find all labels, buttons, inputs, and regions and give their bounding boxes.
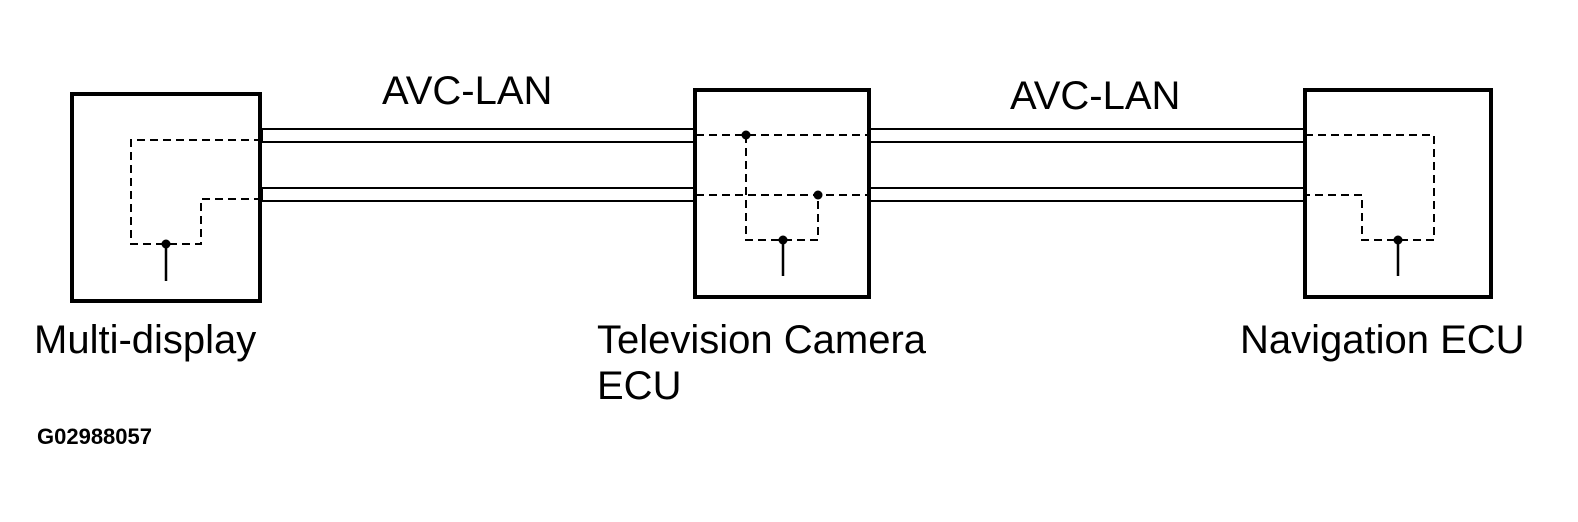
television-camera-ecu-unit — [693, 88, 871, 299]
bus-label-2: AVC-LAN — [1010, 74, 1180, 118]
television-camera-ecu-label-line2: ECU — [597, 364, 681, 408]
tv-camera-ecu-internal-circuit-a — [696, 134, 869, 241]
tv-camera-ecu-node-upper — [741, 130, 751, 140]
bus-wire-upper-2 — [868, 128, 1306, 143]
multi-display-label: Multi-display — [34, 318, 256, 362]
avc-lan-bus-segment-2 — [868, 128, 1306, 202]
bus-label-1: AVC-LAN — [382, 69, 552, 113]
television-camera-ecu-label-line1: Television Camera — [597, 318, 927, 362]
bus-wire-upper-1 — [261, 128, 697, 143]
navigation-ecu-label: Navigation ECU — [1240, 318, 1525, 362]
multi-display-internal-circuit — [130, 139, 262, 245]
tv-camera-ecu-node-lower — [813, 190, 823, 200]
bus-wire-lower-1 — [261, 187, 697, 202]
avc-lan-bus-segment-1 — [261, 128, 697, 202]
figure-id: G02988057 — [37, 424, 152, 449]
multi-display-unit — [70, 92, 262, 303]
navigation-ecu-internal-circuit — [1305, 134, 1435, 241]
navigation-ecu-unit — [1303, 88, 1493, 299]
bus-wire-lower-2 — [868, 187, 1306, 202]
